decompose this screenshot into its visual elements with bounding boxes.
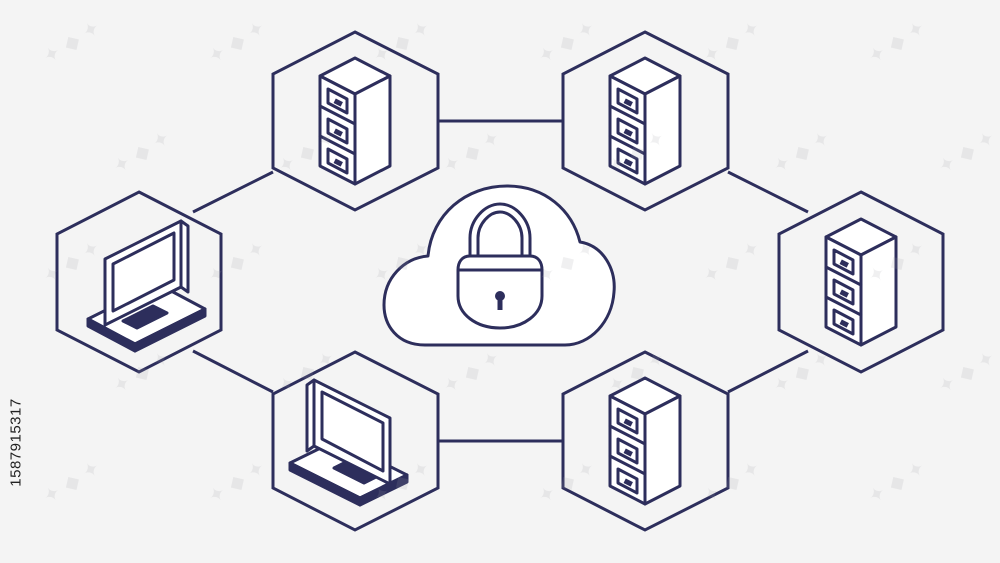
- server-cabinet-icon: [608, 376, 682, 506]
- padlock-icon: [456, 202, 544, 330]
- link-top-right: [727, 170, 809, 214]
- node-computer-bottom-left: [271, 350, 440, 532]
- node-server-top-right: [561, 30, 730, 212]
- link-top-left: [192, 170, 274, 214]
- stock-image-id: 1587915317: [4, 322, 28, 562]
- hexagon-frame: [271, 350, 440, 532]
- hexagon-frame: [55, 190, 223, 374]
- hexagon-frame: [777, 190, 945, 374]
- hexagon-frame: [271, 30, 440, 212]
- server-cabinet-icon: [824, 217, 898, 347]
- desktop-computer-icon: [288, 378, 409, 507]
- connection-lines: [192, 119, 809, 443]
- center-cloud-lock: [382, 184, 616, 347]
- node-computer-left: [55, 190, 223, 374]
- server-cabinet-icon: [608, 56, 682, 186]
- server-cabinet-icon: [318, 56, 392, 186]
- link-bottom-left: [192, 349, 274, 394]
- stock-image-id-text: 1587915317: [7, 397, 25, 487]
- link-bottom-right: [727, 349, 809, 394]
- desktop-computer-icon: [86, 219, 207, 353]
- hexagon-frame: [561, 30, 730, 212]
- node-server-right: [777, 190, 945, 374]
- node-server-bottom-right: [561, 350, 730, 532]
- hexagon-frame: [561, 350, 730, 532]
- node-server-top-left: [271, 30, 440, 212]
